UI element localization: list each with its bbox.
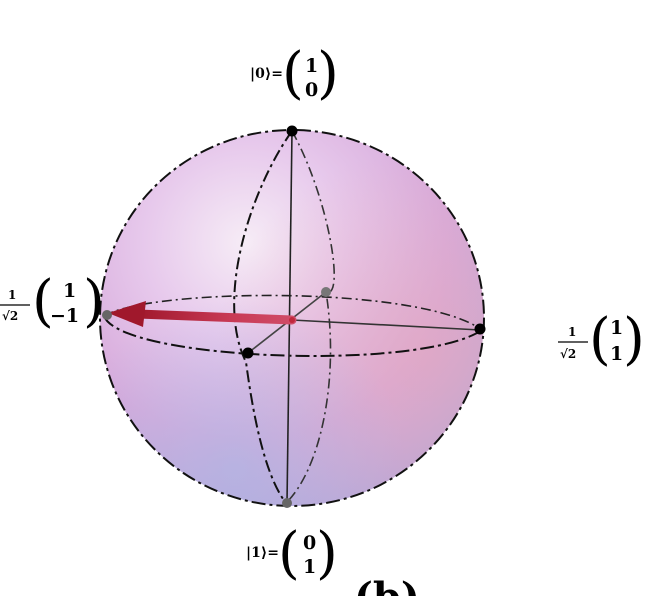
paren-right: ) bbox=[623, 307, 645, 372]
figure-caption: (b) bbox=[354, 574, 420, 596]
svg-text:0: 0 bbox=[303, 532, 316, 554]
equator-front bbox=[103, 315, 483, 357]
point-east bbox=[474, 323, 486, 335]
svg-text:0: 0 bbox=[305, 79, 318, 101]
svg-text:√2: √2 bbox=[2, 309, 18, 323]
meridian-back bbox=[285, 130, 335, 504]
paren-left: ( bbox=[32, 269, 54, 334]
svg-text:−1: −1 bbox=[50, 305, 79, 327]
paren-right: ) bbox=[317, 41, 339, 106]
paren-right: ) bbox=[83, 269, 105, 334]
point-back bbox=[321, 287, 331, 297]
svg-text:1: 1 bbox=[303, 556, 316, 578]
svg-text:|0⟩=: |0⟩= bbox=[250, 66, 283, 82]
label-plus-state: 1 √2 ( 1 1 ) bbox=[558, 307, 645, 372]
label-minus-state: 1 √2 ( 1 −1 ) bbox=[0, 269, 105, 334]
state-vector-head bbox=[108, 301, 146, 327]
svg-text:1: 1 bbox=[305, 55, 318, 77]
point-north bbox=[286, 125, 298, 137]
paren-right: ) bbox=[316, 521, 338, 586]
svg-text:1: 1 bbox=[610, 343, 623, 365]
equator-back bbox=[103, 294, 483, 331]
label-ket-zero: |0⟩= ( 1 0 ) bbox=[250, 41, 339, 106]
paren-left: ( bbox=[282, 41, 304, 106]
x-axis bbox=[291, 319, 481, 331]
paren-left: ( bbox=[589, 307, 611, 372]
point-south bbox=[282, 498, 292, 508]
label-ket-one: |1⟩= ( 0 1 ) bbox=[246, 521, 338, 586]
svg-text:1: 1 bbox=[568, 325, 576, 339]
svg-text:√2: √2 bbox=[560, 347, 576, 361]
point-front bbox=[242, 347, 254, 359]
svg-text:1: 1 bbox=[8, 288, 16, 302]
svg-text:1: 1 bbox=[63, 280, 76, 302]
state-vector-shaft bbox=[133, 309, 297, 325]
svg-text:1: 1 bbox=[610, 317, 623, 339]
svg-text:|1⟩=: |1⟩= bbox=[246, 545, 279, 561]
paren-left: ( bbox=[278, 521, 300, 586]
point-center bbox=[289, 317, 295, 323]
point-west bbox=[102, 310, 112, 320]
meridian-front bbox=[233, 130, 293, 504]
